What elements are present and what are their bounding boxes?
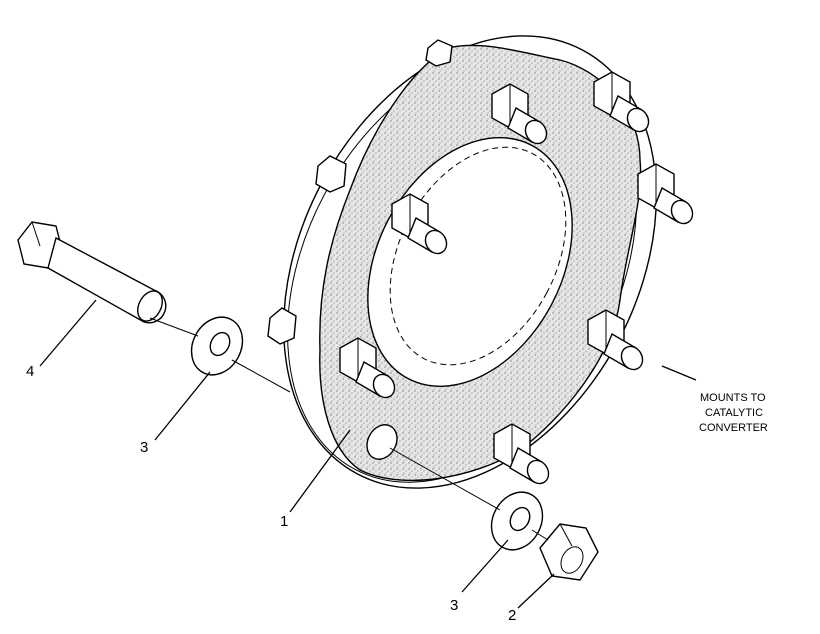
flange [267, 35, 657, 489]
washer-upper [190, 316, 244, 376]
bolt [17, 221, 167, 324]
washer-lower [490, 491, 544, 551]
leader-washer-upper [154, 371, 211, 441]
leader-washer-lower [461, 539, 509, 593]
nut [539, 523, 599, 581]
leader-lines [39, 299, 697, 609]
mount-note: MOUNTS TO CATALYTIC CONVERTER [699, 392, 768, 434]
callout-bolt: 4 [26, 363, 34, 380]
gasket [319, 44, 642, 482]
leader-bolt [39, 299, 97, 367]
callout-washer-upper: 3 [140, 439, 148, 456]
callout-nut: 2 [508, 607, 516, 624]
note-line-2: CATALYTIC [705, 407, 763, 419]
centerlines [149, 317, 549, 541]
note-line-1: MOUNTS TO [700, 392, 766, 404]
callout-flange: 1 [280, 513, 288, 530]
callout-washer-lower: 3 [450, 597, 458, 614]
leader-nut [517, 573, 555, 609]
leader-mount-note [661, 365, 697, 381]
bolt-hole [366, 424, 398, 460]
note-line-3: CONVERTER [699, 422, 768, 434]
leader-flange [289, 429, 351, 513]
